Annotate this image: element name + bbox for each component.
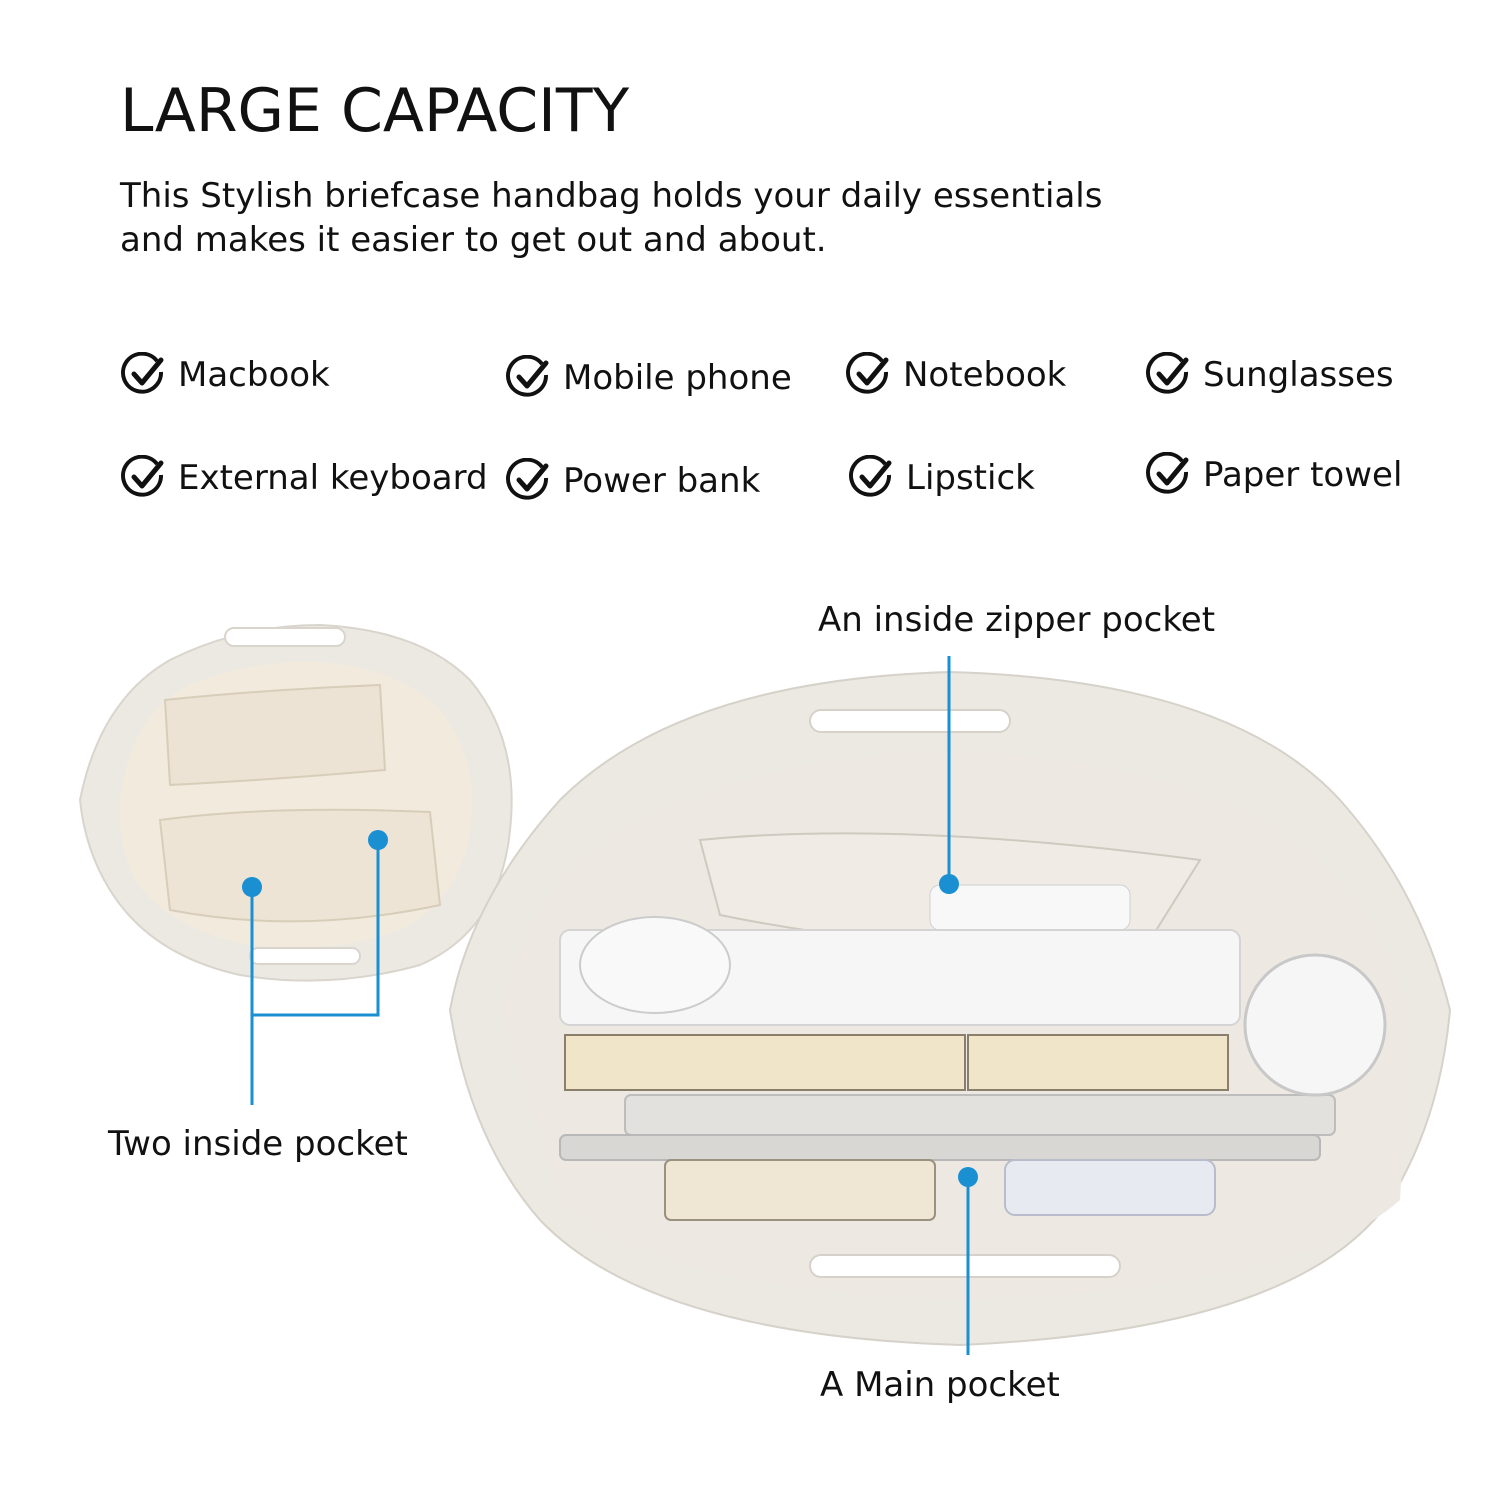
- page-subtitle: This Stylish briefcase handbag holds you…: [120, 174, 1220, 262]
- check-circle-icon: [506, 458, 549, 500]
- checklist-label: Sunglasses: [1203, 355, 1394, 395]
- check-circle-icon: [1146, 452, 1189, 494]
- checklist-item-notebook: Notebook: [845, 352, 1066, 398]
- main-pocket-label: A Main pocket: [820, 1365, 1060, 1405]
- checklist-item-macbook: Macbook: [120, 352, 330, 398]
- main-pocket-marker: [958, 1167, 978, 1187]
- checklist-label: Macbook: [178, 355, 330, 395]
- zipper-pocket-marker: [939, 874, 959, 894]
- checklist-item-power-bank: Power bank: [505, 458, 760, 504]
- check-circle-icon: [849, 455, 892, 497]
- checklist-item-paper-towel: Paper towel: [1145, 452, 1402, 498]
- check-circle-icon: [121, 455, 164, 497]
- callout-lines: [250, 656, 970, 1355]
- subtitle-line-2: and makes it easier to get out and about…: [120, 220, 827, 260]
- check-circle-icon: [1146, 352, 1189, 394]
- two-pocket-line-right: [252, 840, 380, 1017]
- large-bag-illustration: [448, 670, 1452, 1347]
- checklist-label: External keyboard: [178, 458, 488, 498]
- checklist-item-sunglasses: Sunglasses: [1145, 352, 1394, 398]
- checklist-label: Notebook: [903, 355, 1067, 395]
- checklist-label: Power bank: [563, 461, 761, 501]
- checklist-item-external-keyboard: External keyboard: [120, 455, 488, 501]
- right-pocket-marker: [368, 830, 388, 850]
- zipper-pocket-label: An inside zipper pocket: [818, 600, 1216, 640]
- checklist-label: Lipstick: [906, 458, 1035, 498]
- checklist-label: Mobile phone: [563, 358, 792, 398]
- check-circle-icon: [506, 355, 549, 397]
- page-title: LARGE CAPACITY: [120, 76, 630, 146]
- left-pocket-marker: [242, 877, 262, 897]
- checklist-label: Paper towel: [1203, 455, 1403, 495]
- checklist-item-lipstick: Lipstick: [848, 455, 1035, 501]
- subtitle-line-1: This Stylish briefcase handbag holds you…: [120, 176, 1103, 216]
- check-circle-icon: [846, 352, 889, 394]
- check-circle-icon: [121, 352, 164, 394]
- small-bag-illustration: [78, 623, 513, 982]
- checklist-item-mobile-phone: Mobile phone: [505, 355, 792, 401]
- two-inside-pocket-label: Two inside pocket: [108, 1124, 408, 1164]
